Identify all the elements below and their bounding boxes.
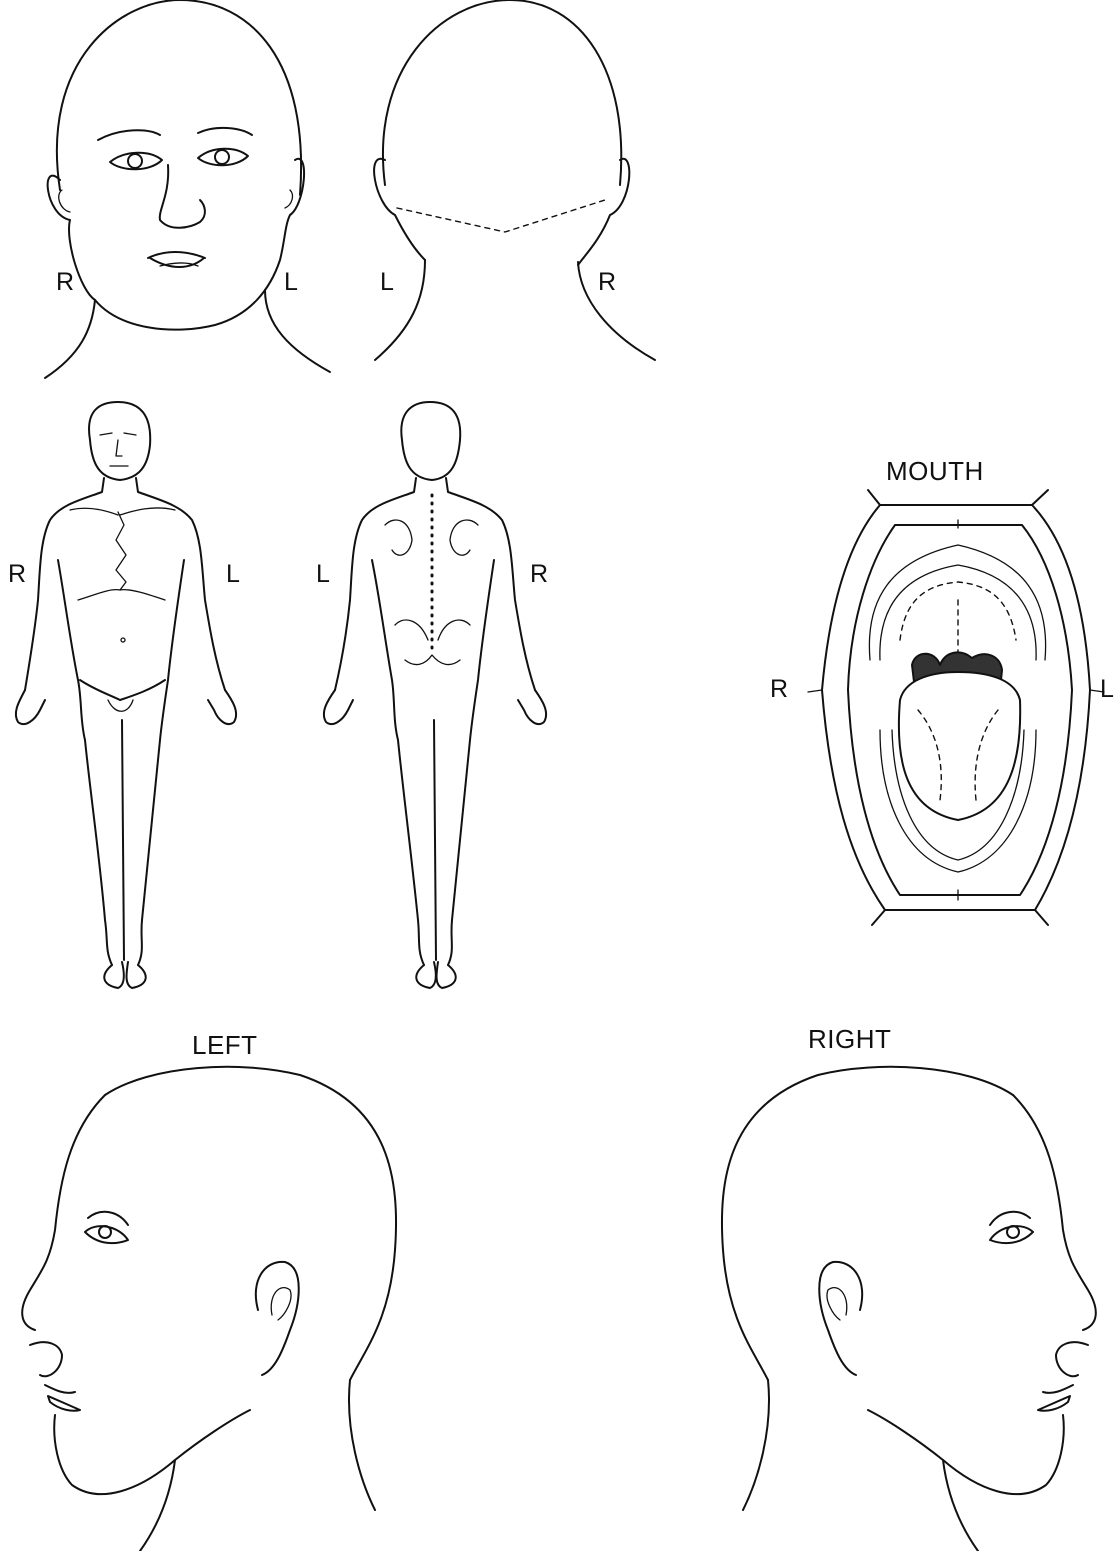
head-back-view — [374, 0, 655, 360]
head-front-view — [45, 0, 330, 378]
left-profile-view — [22, 1067, 396, 1551]
head-front-left-label: L — [284, 270, 298, 295]
right-profile-title: RIGHT — [808, 1026, 891, 1052]
left-profile-title: LEFT — [192, 1032, 258, 1058]
head-front-right-label: R — [56, 270, 74, 295]
body-front-left-label: L — [226, 562, 240, 587]
body-front-right-label: R — [8, 562, 26, 587]
body-front-view — [16, 402, 236, 988]
body-back-view — [324, 402, 546, 988]
mouth-title: MOUTH — [886, 458, 984, 484]
body-back-left-label: L — [316, 562, 330, 587]
mouth-view — [808, 490, 1104, 925]
head-back-right-label: R — [598, 270, 616, 295]
mouth-left-label: L — [1100, 677, 1114, 702]
mouth-right-label: R — [770, 677, 788, 702]
head-back-left-label: L — [380, 270, 394, 295]
right-profile-view — [722, 1067, 1096, 1551]
body-back-right-label: R — [530, 562, 548, 587]
